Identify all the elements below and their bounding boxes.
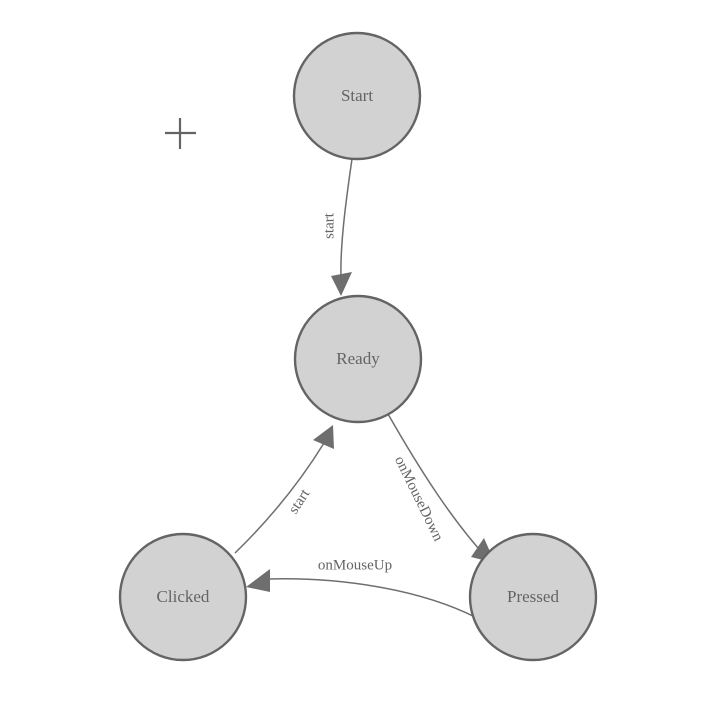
edge-start-to-ready-arrowhead — [331, 272, 352, 296]
node-clicked-label: Clicked — [157, 587, 210, 606]
edge-start-to-ready-label: start — [321, 212, 337, 239]
edge-pressed-to-clicked-arrowhead — [246, 569, 270, 592]
node-pressed-label: Pressed — [507, 587, 559, 606]
edge-ready-to-pressed-label: onMouseDown — [391, 454, 446, 545]
node-start-circle[interactable] — [292, 31, 422, 161]
node-clicked-circle[interactable] — [118, 532, 248, 662]
plus-marker-icon — [165, 118, 196, 149]
edge-clicked-to-ready-path[interactable] — [234, 442, 325, 554]
edge-clicked-to-ready[interactable]: start — [234, 425, 334, 554]
node-ready-label: Ready — [336, 349, 380, 368]
node-pressed-circle[interactable] — [468, 532, 598, 662]
edge-ready-to-pressed[interactable]: onMouseDown — [387, 413, 495, 563]
node-ready[interactable]: Ready — [293, 294, 423, 424]
edge-ready-to-pressed-path[interactable] — [387, 413, 488, 559]
edge-start-to-ready[interactable]: start — [321, 158, 353, 296]
node-clicked[interactable]: Clicked — [118, 532, 248, 662]
edge-start-to-ready-path[interactable] — [340, 158, 353, 279]
node-ready-circle[interactable] — [293, 294, 423, 424]
node-start[interactable]: Start — [292, 31, 422, 161]
node-pressed[interactable]: Pressed — [468, 532, 598, 662]
edge-clicked-to-ready-arrowhead — [313, 425, 334, 449]
edge-pressed-to-clicked[interactable]: onMouseUp — [246, 557, 478, 619]
edge-clicked-to-ready-label: start — [286, 486, 314, 517]
node-start-label: Start — [341, 86, 373, 105]
edge-pressed-to-clicked-label: onMouseUp — [318, 557, 392, 573]
edge-pressed-to-clicked-path[interactable] — [267, 578, 478, 619]
